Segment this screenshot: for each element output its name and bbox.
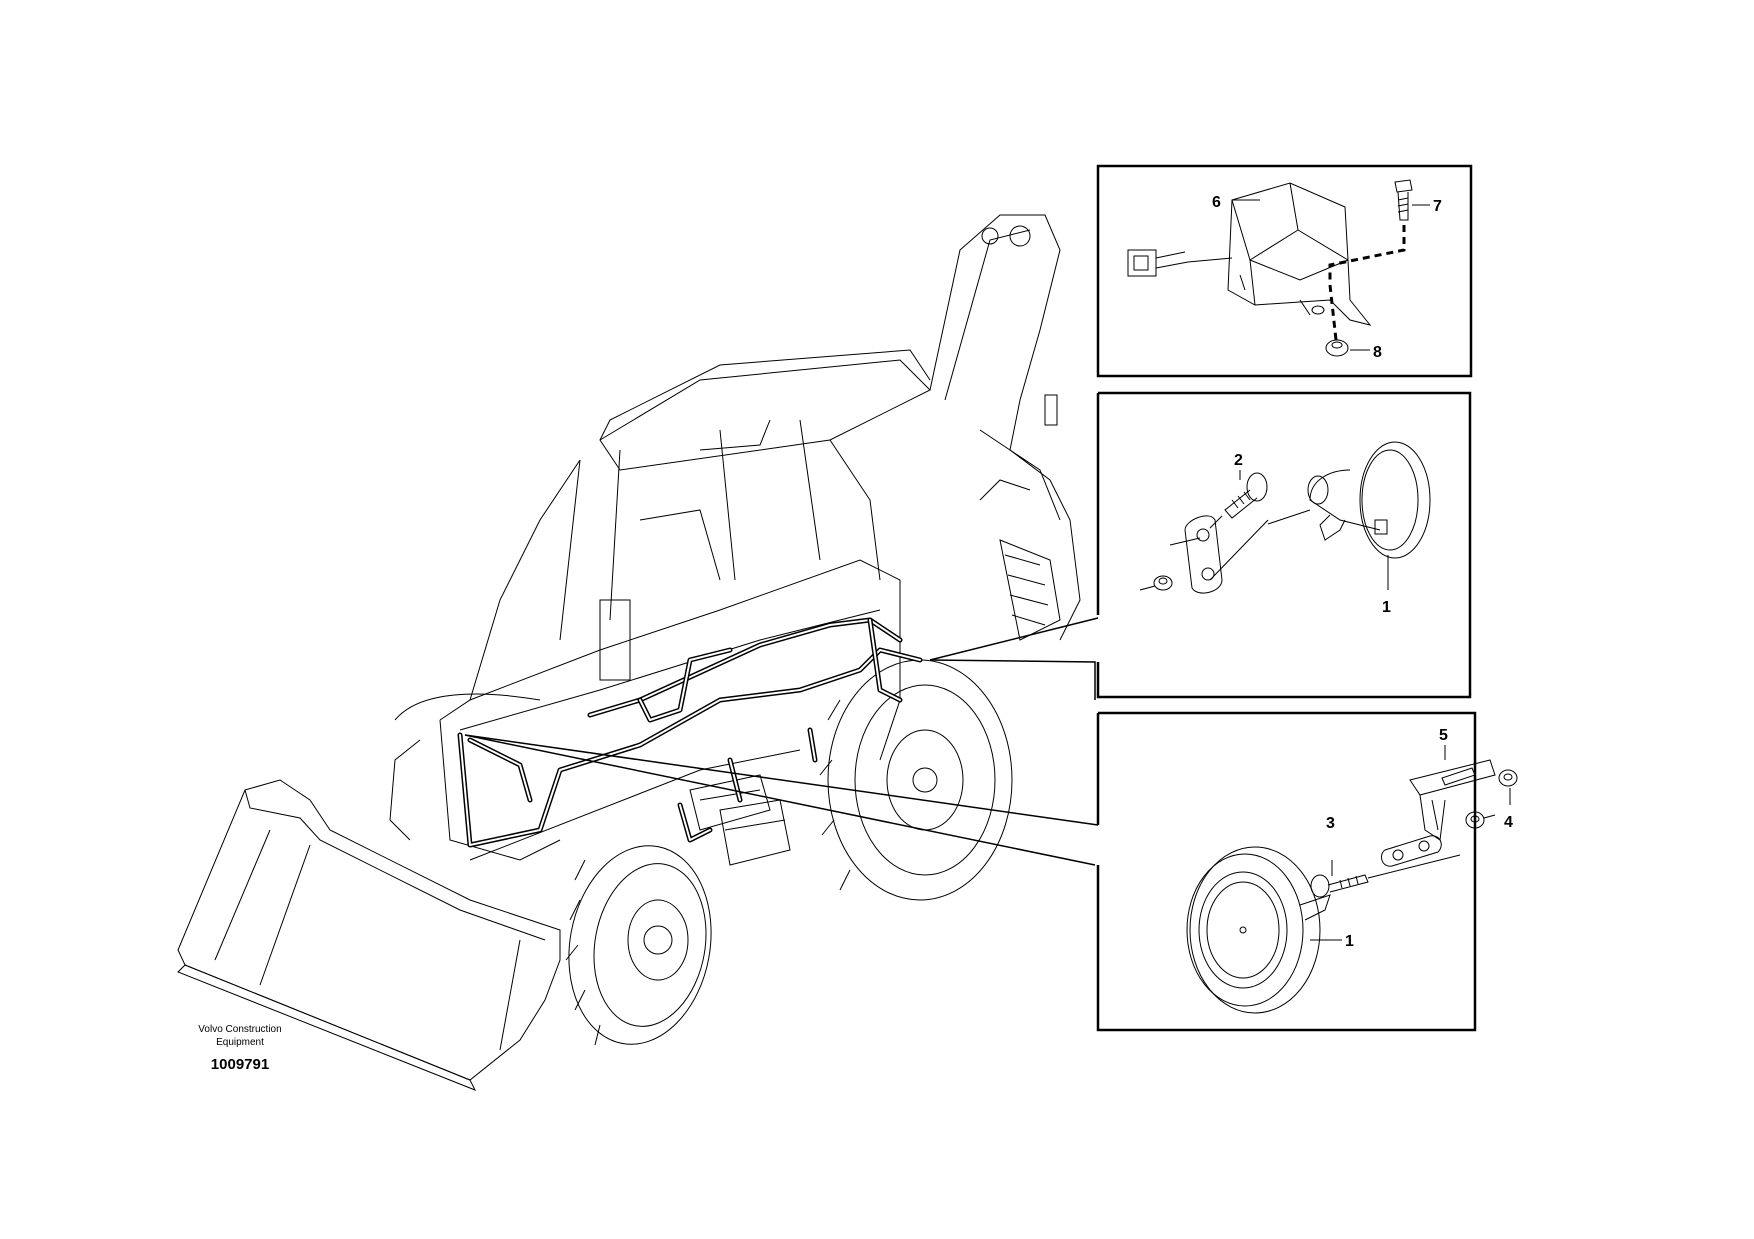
- callout-6: 6: [1212, 194, 1221, 211]
- detail-box-horn-a: 2 1: [1096, 391, 1472, 699]
- backhoe-arm: [929, 214, 1081, 641]
- brand-line-2: Equipment: [216, 1037, 264, 1048]
- callout-8: 8: [1373, 344, 1382, 361]
- callout-1-top: 1: [1382, 599, 1391, 616]
- chassis: [389, 559, 901, 861]
- leader-lines: [464, 614, 1111, 866]
- bracket-5: [1409, 759, 1496, 841]
- figure-number: 1009791: [211, 1056, 269, 1073]
- nut-4: [1465, 769, 1518, 829]
- relay-detail-frame: [1096, 164, 1473, 378]
- callout-7: 7: [1433, 198, 1442, 215]
- nut-small: [1139, 575, 1173, 591]
- bolt-3: [1310, 854, 1461, 898]
- callout-2: 2: [1234, 452, 1243, 469]
- detail-box-horn-b: 3 5 4 1: [1096, 711, 1518, 1032]
- bracket-plate: [1169, 515, 1223, 594]
- callout-4: 4: [1504, 814, 1513, 831]
- wiring-harness: [457, 617, 923, 848]
- backhoe-loader-drawing: [177, 214, 1111, 1091]
- brand-line-1: Volvo Construction: [198, 1024, 281, 1035]
- front-wheel: [565, 845, 712, 1046]
- cab: [469, 349, 931, 701]
- bolt-2: [1209, 472, 1268, 529]
- callout-5: 5: [1439, 727, 1448, 744]
- horn-disc: [1186, 846, 1331, 1014]
- relay: [1227, 182, 1372, 326]
- loader-bucket: [177, 779, 561, 1091]
- rear-wheel: [819, 659, 1013, 901]
- bolt-7: [1328, 179, 1413, 280]
- callout-1-bottom: 1: [1345, 933, 1354, 950]
- callout-3: 3: [1326, 815, 1335, 832]
- horn-trumpet: [1209, 441, 1431, 581]
- detail-box-relay: 6 7 8: [1096, 164, 1473, 378]
- horn-a-detail-frame: [1096, 391, 1472, 699]
- relay-connector: [1127, 249, 1233, 277]
- caption: Volvo Construction Equipment 1009791: [198, 1024, 281, 1073]
- nut-8: [1325, 284, 1349, 357]
- step: [719, 799, 791, 866]
